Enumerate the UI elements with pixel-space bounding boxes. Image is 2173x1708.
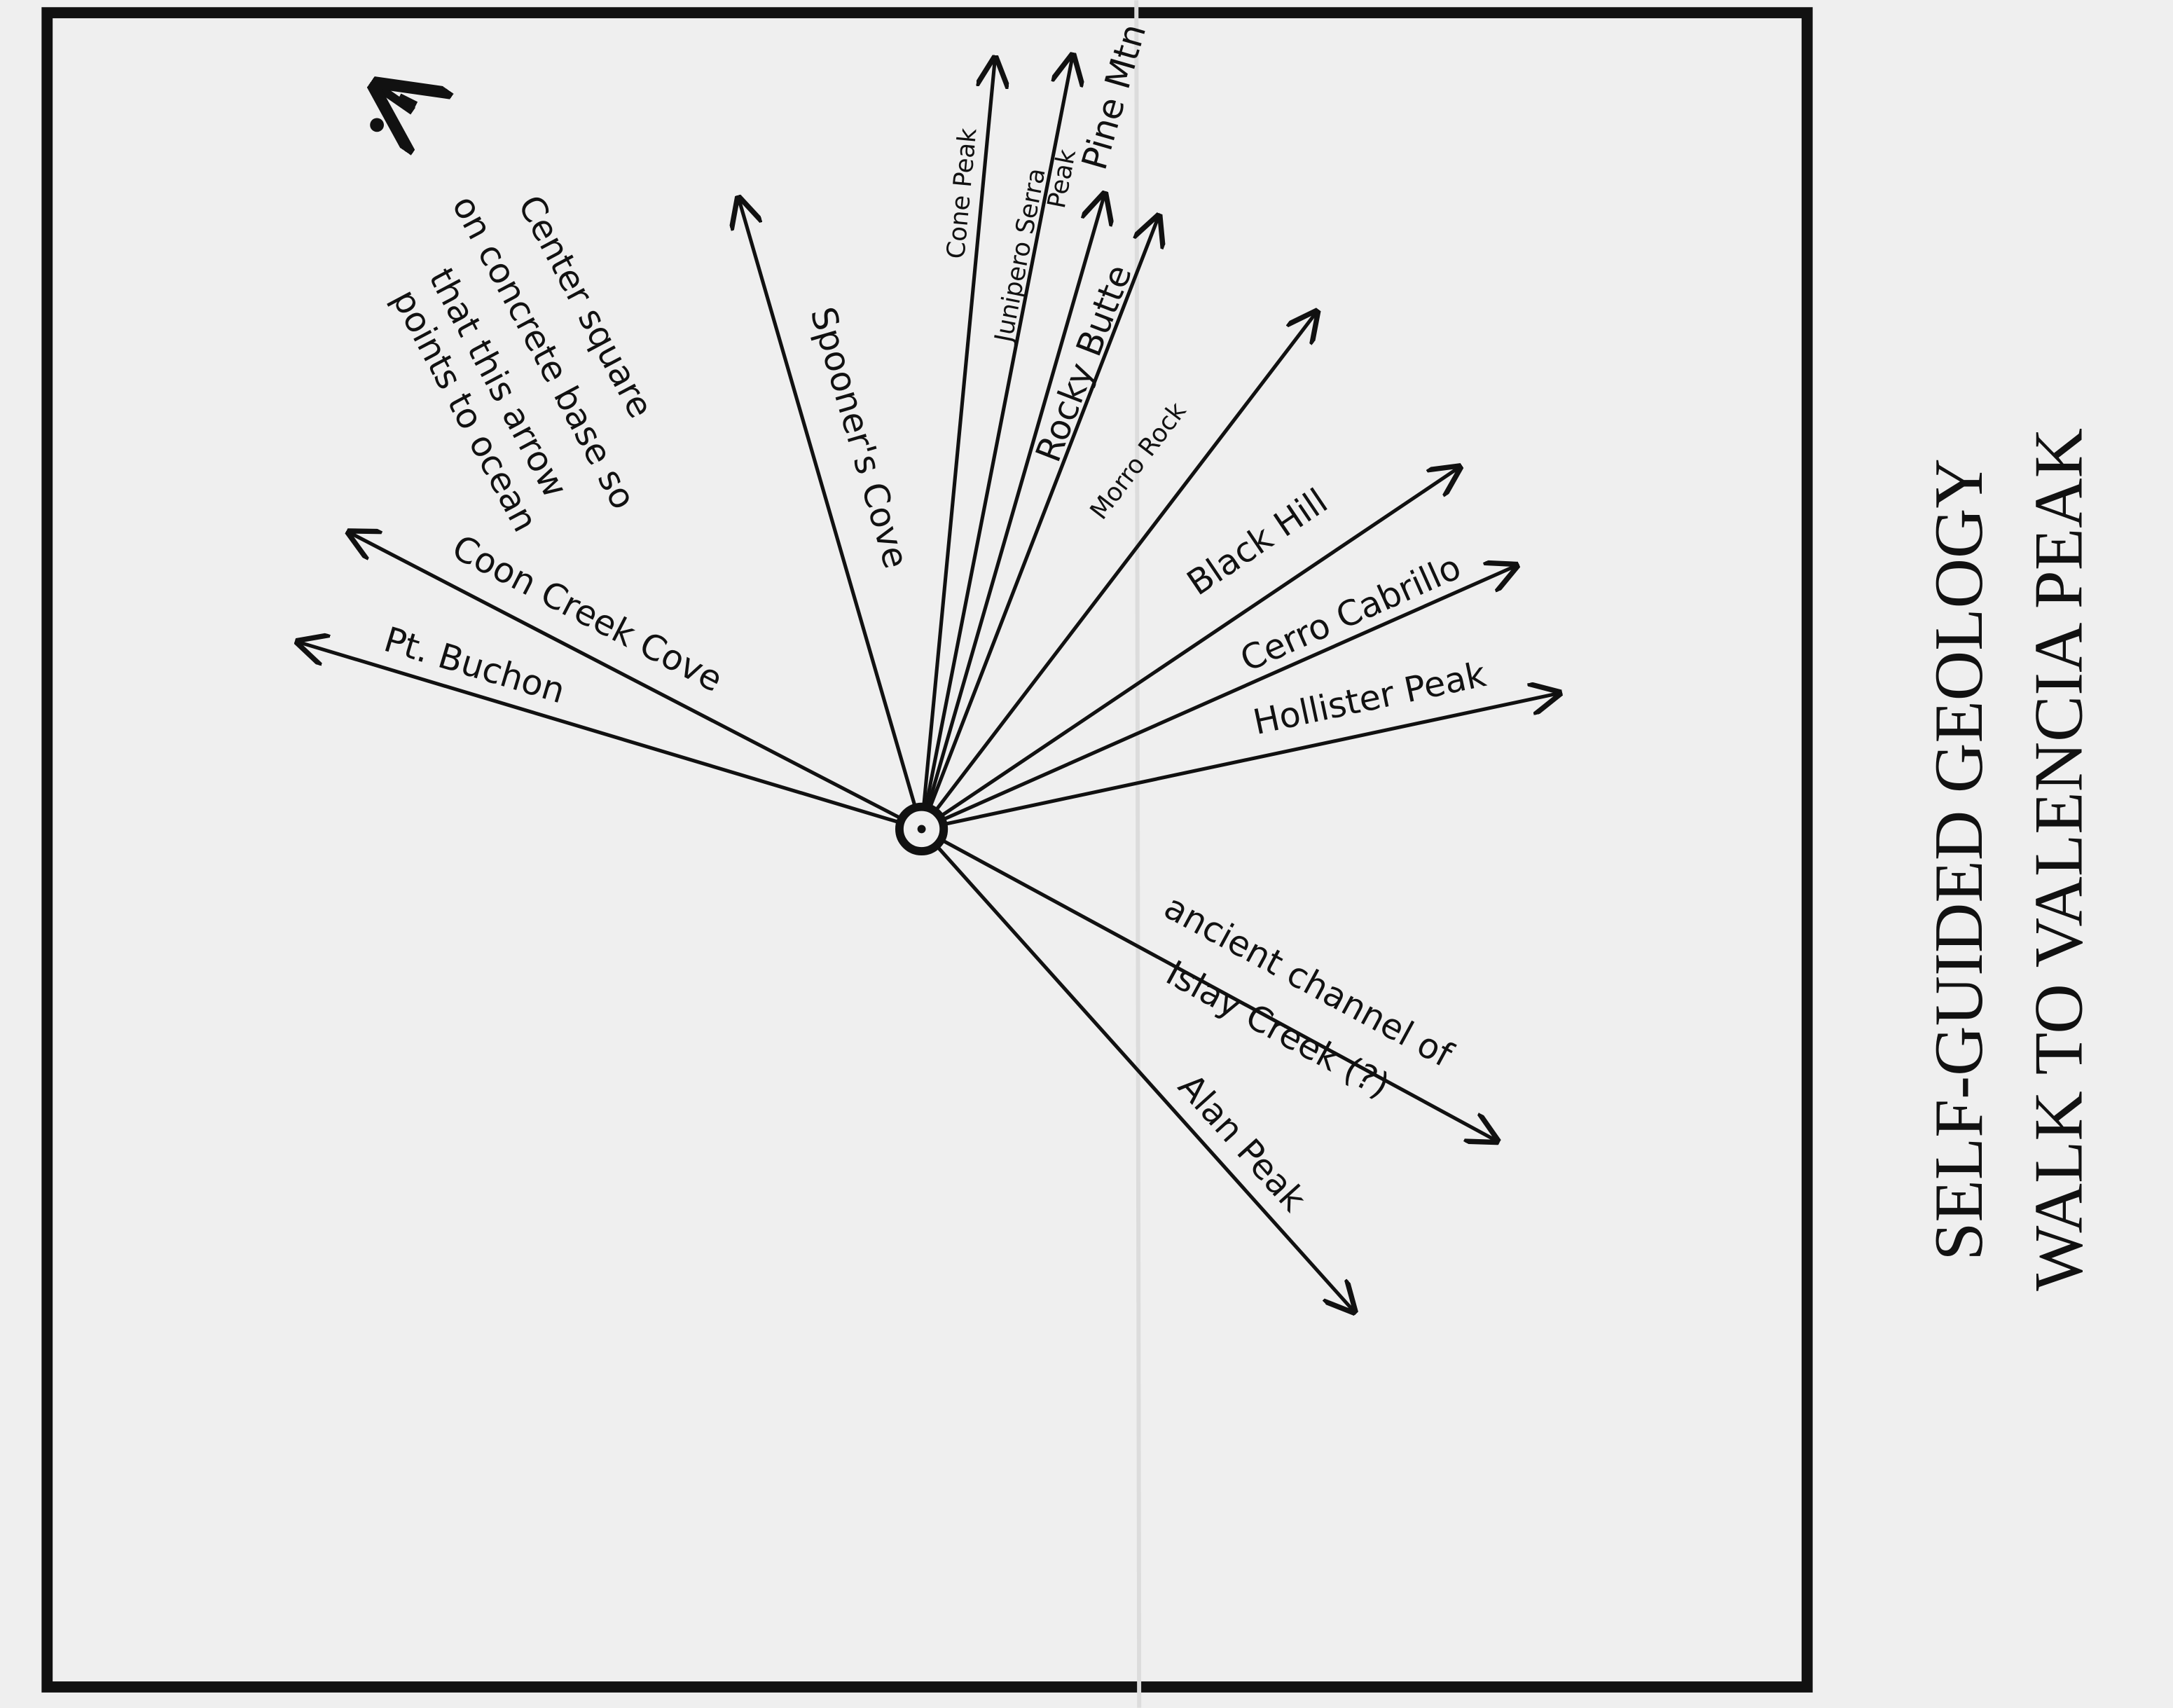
label-junipero-serra: Junipero Serra bbox=[989, 166, 1051, 346]
arrow-morro-rock bbox=[920, 312, 1317, 830]
arrow-pt-buchon bbox=[298, 642, 923, 831]
label-pine-mtn: Pine Mtn bbox=[1074, 20, 1154, 174]
title-line-2: WALK TO VALENCIA PEAK bbox=[2020, 428, 2097, 1291]
arrow-black-hill bbox=[920, 467, 1460, 831]
arrow-junipero-serra bbox=[920, 55, 1073, 829]
label-black-hill: Black Hill bbox=[1180, 481, 1334, 604]
arrow-spooner-s-cove bbox=[738, 198, 924, 830]
arrow-hollister-peak bbox=[921, 694, 1559, 831]
arrow-coon-creek-cove bbox=[350, 532, 923, 831]
center-point-dot bbox=[917, 825, 926, 834]
arrow-ancient-channel-of bbox=[920, 827, 1497, 1141]
label-rocky-butte: Rocky Butte bbox=[1028, 259, 1140, 467]
label-spooners-cove: Spooner's Cove bbox=[803, 303, 917, 573]
label-alan-peak: Alan Peak bbox=[1171, 1066, 1314, 1220]
arrow-pine-mtn bbox=[920, 194, 1105, 830]
arrow-rocky-butte bbox=[920, 216, 1159, 830]
arrow-cone-peak bbox=[920, 58, 995, 829]
ocean-arrow-icon bbox=[370, 86, 415, 132]
fold-crease bbox=[1134, 0, 1142, 1708]
arrow-alan-peak bbox=[920, 827, 1354, 1311]
label-cerro-cabrillo: Cerro Cabrillo bbox=[1234, 546, 1467, 680]
page-border bbox=[41, 7, 1813, 1693]
direction-rays bbox=[298, 55, 1559, 1311]
title-line-1: SELF-GUIDED GEOLOGY bbox=[1921, 458, 1997, 1261]
arrow-cerro-cabrillo bbox=[920, 566, 1517, 831]
